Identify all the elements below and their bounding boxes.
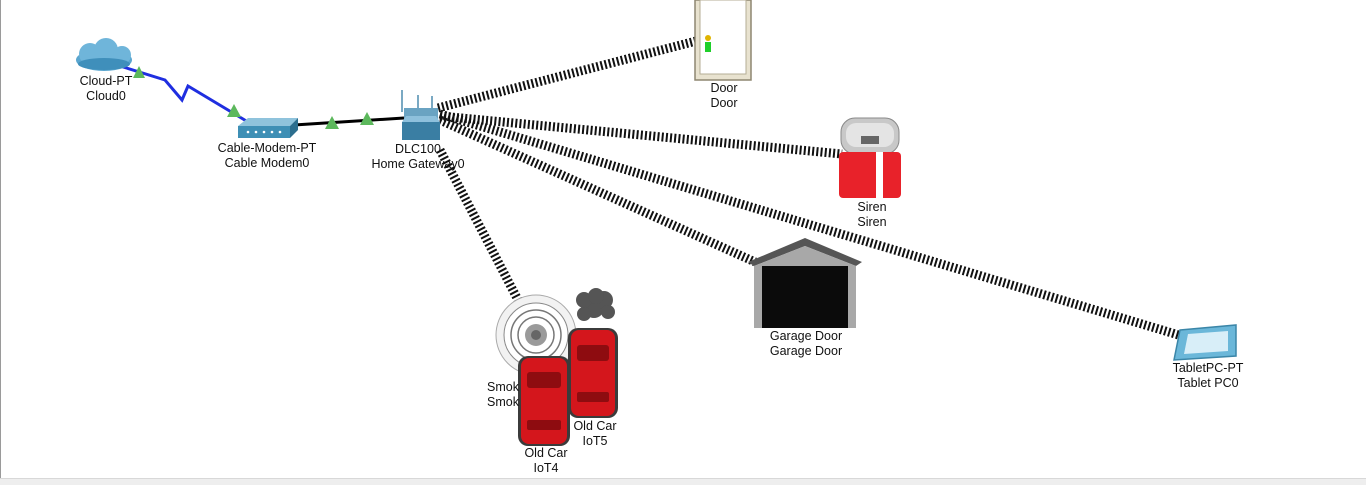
door-label: Door Door [710, 81, 737, 111]
device-model: Siren [857, 200, 887, 214]
siren-icon[interactable] [839, 117, 901, 198]
canvas-left-border [0, 0, 1, 484]
device-name: Siren [857, 215, 887, 229]
tablet-label: TabletPC-PT Tablet PC0 [1173, 361, 1244, 391]
home-gateway-icon[interactable] [401, 90, 440, 140]
device-model: DLC100 [395, 142, 441, 156]
car-icon[interactable] [518, 356, 570, 446]
cable-modem-label: Cable-Modem-PT Cable Modem0 [218, 141, 317, 171]
link-up-indicator [227, 104, 241, 117]
device-name: Cloud0 [86, 89, 126, 103]
serial-link-cloud-modem[interactable] [119, 64, 249, 124]
device-name: Garage Door [769, 344, 843, 358]
device-name: IoT4 [533, 461, 559, 475]
cable-modem-icon[interactable] [238, 118, 298, 138]
device-model: Cloud-PT [79, 74, 133, 88]
device-name: Smok [487, 395, 519, 409]
device-model: Old Car [524, 446, 568, 460]
device-model: Smok [487, 380, 519, 394]
device-model: TabletPC-PT [1172, 361, 1244, 375]
garage-label: Garage Door Garage Door [770, 329, 842, 359]
garage-door-icon[interactable] [748, 238, 862, 328]
tablet-icon[interactable] [1173, 324, 1237, 361]
wireless-link-smoke[interactable] [436, 147, 522, 303]
smoke-icon [576, 288, 615, 321]
wireless-link-siren[interactable] [439, 111, 843, 159]
link-up-indicator [360, 112, 374, 125]
siren-label: Siren Siren [857, 200, 886, 230]
link-status-indicators [133, 66, 374, 129]
wireless-link-tablet[interactable] [438, 109, 1184, 341]
link-up-indicator [133, 66, 145, 78]
device-name: Cable Modem0 [224, 156, 310, 170]
canvas-bottom-bar [0, 478, 1366, 485]
link-up-indicator [325, 116, 339, 129]
device-model: Cable-Modem-PT [217, 141, 317, 155]
device-model: Door [710, 81, 738, 95]
wireless-link-door[interactable] [436, 35, 702, 113]
ethernet-link-modem-gateway[interactable] [293, 116, 405, 127]
device-name: IoT5 [582, 434, 608, 448]
device-name: Tablet PC0 [1177, 376, 1239, 390]
gateway-label: DLC100 Home Gateway0 [371, 142, 464, 172]
car5-label: Old Car IoT5 [573, 419, 616, 449]
car-icon[interactable] [568, 328, 618, 418]
cloud-icon[interactable] [76, 38, 132, 71]
device-name: Home Gateway0 [371, 157, 465, 171]
device-name: Door [710, 96, 738, 110]
car4-label: Old Car IoT4 [524, 446, 567, 476]
wireless-link-garage[interactable] [438, 115, 757, 267]
device-model: Old Car [573, 419, 617, 433]
wireless-links [436, 35, 1184, 341]
smoke-label: Smok Smok [487, 380, 519, 410]
device-model: Garage Door [769, 329, 843, 343]
cloud-label: Cloud-PT Cloud0 [80, 74, 133, 104]
door-icon[interactable] [694, 0, 752, 81]
